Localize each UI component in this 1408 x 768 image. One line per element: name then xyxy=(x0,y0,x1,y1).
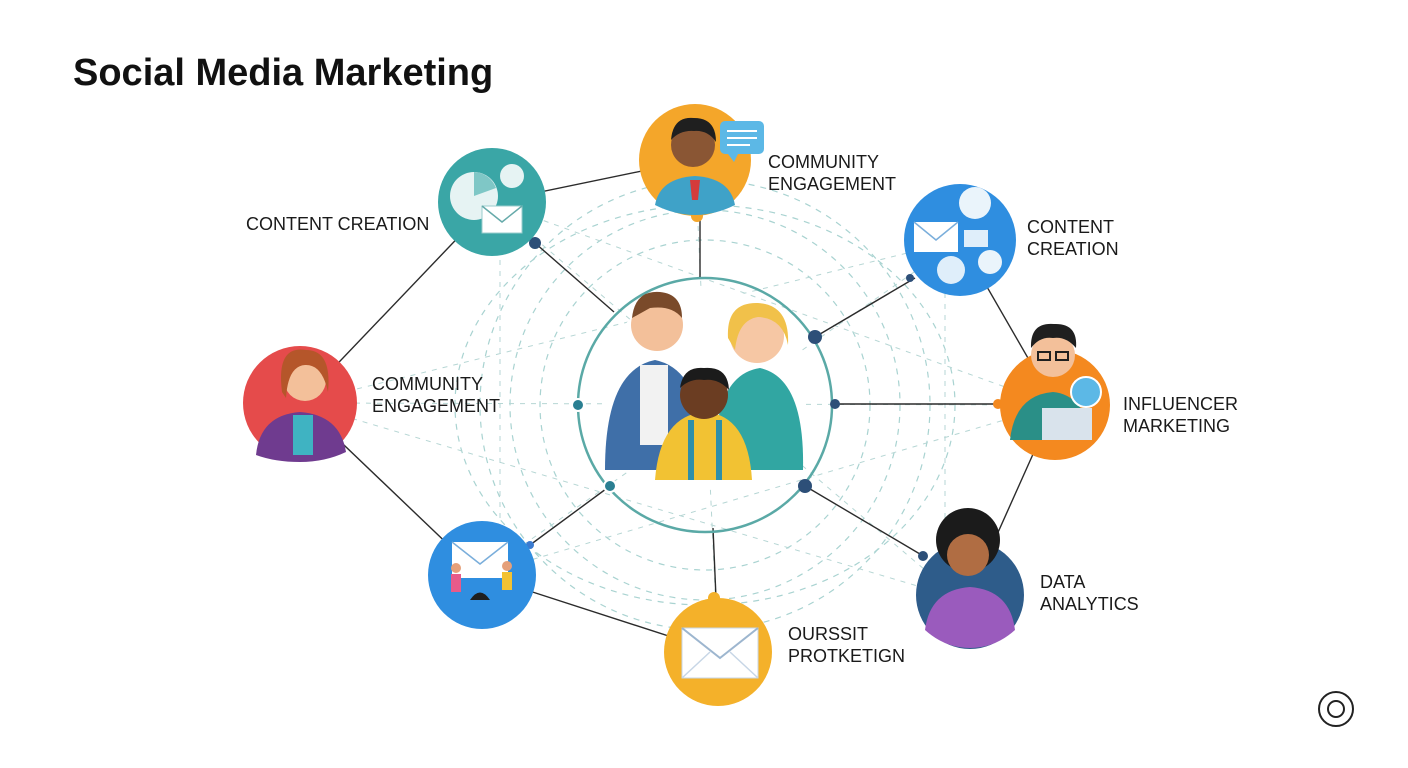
envelope-icon xyxy=(681,627,759,679)
node-influencer-marketing[interactable] xyxy=(1000,323,1110,460)
group-people-icon xyxy=(605,291,804,480)
man-chat-avatar-icon xyxy=(655,117,764,215)
man-laptop-avatar-icon xyxy=(1010,323,1102,440)
mail-people-icon xyxy=(451,541,512,600)
label-community-engagement-left: COMMUNITY ENGAGEMENT xyxy=(372,374,501,416)
node-oursit-protketign[interactable] xyxy=(664,598,772,706)
node-community-engagement-left[interactable] xyxy=(243,346,357,462)
label-influencer-marketing: INFLUENCER MARKETING xyxy=(1123,394,1239,436)
circle-target-icon[interactable] xyxy=(1318,691,1354,727)
label-content-creation-right: CONTENT CREATION xyxy=(1027,217,1119,259)
mail-users-icon xyxy=(913,187,1002,284)
label-data-analytics: DATA ANALYTICS xyxy=(1040,572,1139,614)
node-email-outreach[interactable] xyxy=(428,521,536,629)
woman-avatar-icon xyxy=(256,349,346,462)
label-oursit-protketign: OURSSIT PROTKETIGN xyxy=(788,624,906,666)
page-title: Social Media Marketing xyxy=(73,52,494,94)
node-content-creation-left[interactable] xyxy=(438,148,546,256)
node-content-creation-right[interactable] xyxy=(904,184,1016,296)
node-data-analytics[interactable] xyxy=(916,508,1024,649)
node-community-engagement-top[interactable] xyxy=(639,104,764,216)
analytics-mail-icon xyxy=(450,164,524,234)
woman-curly-avatar-icon xyxy=(925,508,1015,648)
label-community-engagement-top: COMMUNITY ENGAGEMENT xyxy=(768,152,897,194)
label-content-creation-left: CONTENT CREATION xyxy=(246,214,430,234)
central-hub xyxy=(576,276,834,534)
